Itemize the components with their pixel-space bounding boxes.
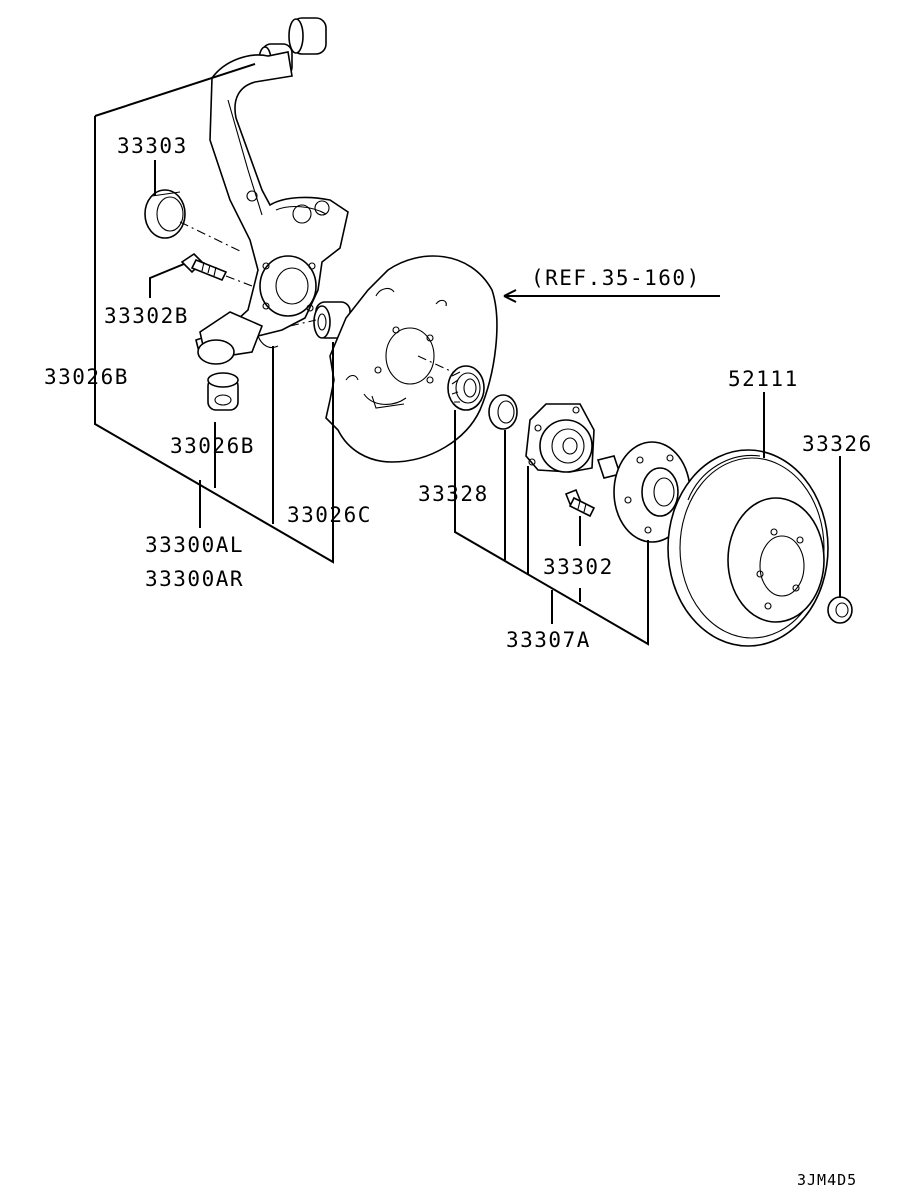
label-33026B-left: 33026B — [44, 365, 129, 389]
hub-bearing-unit — [525, 403, 595, 473]
steering-knuckle — [195, 17, 349, 365]
hub-bolt — [564, 488, 596, 518]
diagram-code: 3JM4D5 — [797, 1171, 857, 1187]
label-52111: 52111 — [728, 367, 799, 391]
label-33026B-lower: 33026B — [170, 434, 255, 458]
knuckle-bolt — [180, 252, 253, 287]
label-33300AL: 33300AL — [145, 533, 244, 557]
label-33307A: 33307A — [506, 628, 591, 652]
dust-seal — [144, 189, 243, 253]
label-33300AR: 33300AR — [145, 567, 244, 591]
label-ref: (REF.35-160) — [531, 266, 701, 290]
label-33328: 33328 — [418, 482, 489, 506]
brake-disc — [667, 449, 829, 647]
label-33303: 33303 — [117, 134, 188, 158]
label-33302B: 33302B — [104, 304, 189, 328]
spacer-ring — [488, 394, 518, 430]
hub-bearing-seal — [447, 365, 485, 411]
label-33026C: 33026C — [287, 503, 372, 527]
hub-nut — [827, 596, 853, 624]
label-33326: 33326 — [802, 432, 873, 456]
dust-shield — [325, 255, 498, 463]
leader-lines — [94, 63, 841, 646]
label-33302: 33302 — [543, 555, 614, 579]
wheel-hub — [596, 441, 691, 543]
lower-bushing — [207, 372, 239, 411]
